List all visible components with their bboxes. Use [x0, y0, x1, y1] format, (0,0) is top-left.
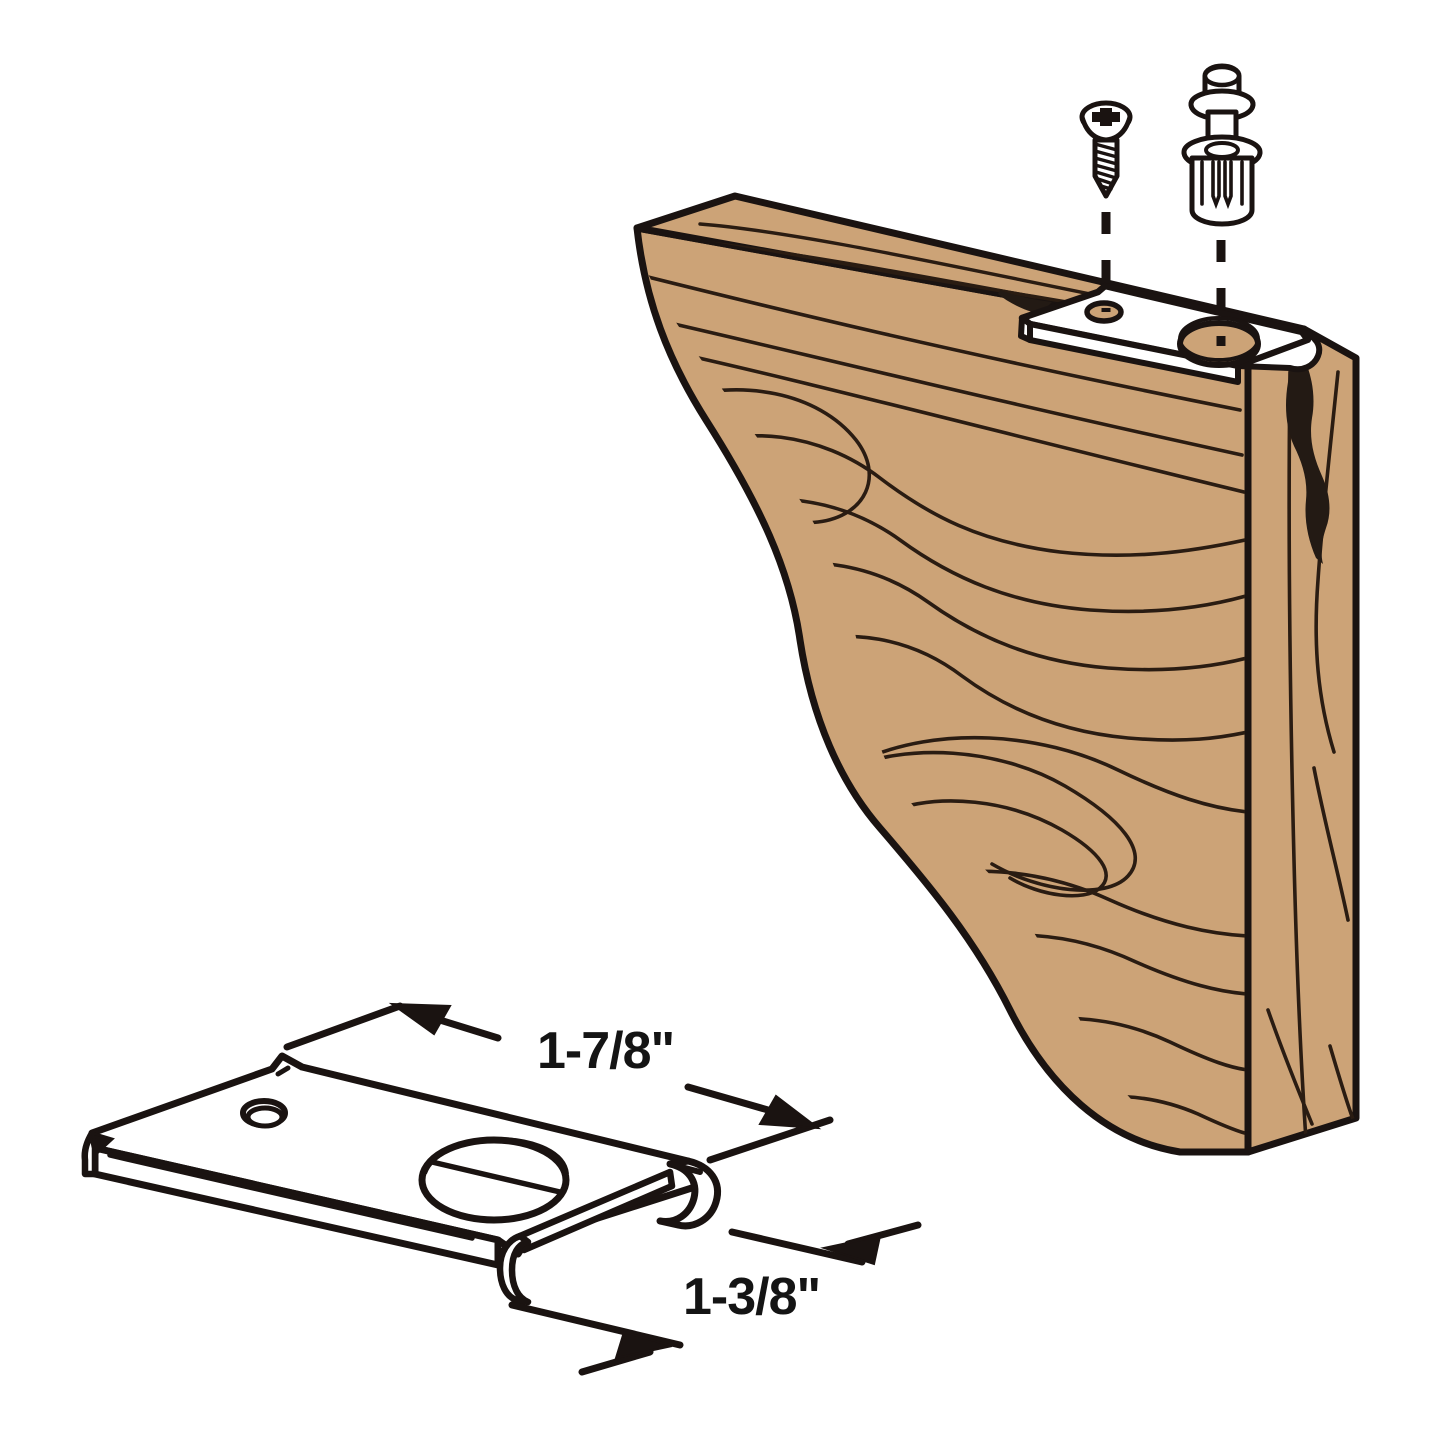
- bracket-right-lip: [1235, 329, 1323, 373]
- wood-grain-knot-swirl: [843, 750, 1137, 892]
- dim-length-right-arrowhead: [758, 1094, 822, 1130]
- wood-grain-line: [788, 634, 1247, 742]
- dim-width-lower-arrow-line: [578, 1348, 654, 1376]
- dim-length-left-extension: [283, 1002, 404, 1051]
- dimension-length: 1-7/8": [283, 1002, 834, 1164]
- assembly-drop-lines: [1101, 212, 1226, 346]
- detail-plate-bent-lip: [656, 1157, 721, 1230]
- detail-plate-large-hole: [418, 1136, 570, 1224]
- anchor-pin-collar: [1204, 141, 1240, 159]
- detail-plate-upper-relief-line: [275, 1065, 291, 1077]
- wood-grain-line: [686, 434, 1247, 558]
- dim-width-lower-arrowhead: [614, 1330, 673, 1360]
- wood-grain-line: [661, 348, 1246, 494]
- wood-grain-line: [1312, 766, 1350, 922]
- wood-grain-line: [646, 316, 1244, 457]
- dim-width-upper-arrowhead: [820, 1234, 882, 1266]
- wood-grain-line: [1266, 1008, 1314, 1126]
- phillips-flat-head-screw: [1079, 100, 1133, 199]
- dim-width-lower-extension: [508, 1301, 684, 1349]
- wood-grain-line: [1314, 370, 1340, 754]
- wood-grain-line: [698, 222, 1122, 302]
- anchor-split-lines: [1200, 160, 1244, 210]
- mounting-bracket-detail: [81, 1052, 721, 1306]
- dim-width-label: 1-3/8": [683, 1268, 820, 1326]
- bracket-left-tab: [1018, 315, 1033, 343]
- wood-grain-line: [860, 735, 1247, 814]
- detail-plate-hook-notch: [496, 1232, 532, 1306]
- detail-plate-corner-notch: [89, 1130, 115, 1155]
- anchor-body: [1189, 155, 1255, 227]
- mounting-bracket-installed: [1018, 282, 1323, 385]
- screw-phillips-cross-icon: [1092, 108, 1120, 126]
- dimension-width: 1-3/8": [508, 1221, 922, 1376]
- dim-length-label: 1-7/8": [537, 1022, 674, 1080]
- detail-plate-left-end: [81, 1129, 99, 1178]
- corbel-top-notch-shadow: [998, 290, 1052, 314]
- dim-length-left-arrowhead: [388, 1002, 452, 1036]
- wood-grain-knot-swirl: [886, 799, 1108, 898]
- screw-threads: [1093, 142, 1119, 191]
- wood-grain-line: [638, 273, 1242, 412]
- wood-corbel: [633, 192, 1360, 1156]
- dim-width-upper-extension: [728, 1228, 866, 1266]
- detail-plate-small-screw-hole: [240, 1098, 288, 1129]
- detail-plate-bevel-line: [107, 1152, 475, 1241]
- corbel-front-face: [633, 224, 1252, 1156]
- wood-grain-line: [1287, 370, 1308, 1142]
- dim-length-right-arrow-line: [684, 1083, 772, 1114]
- anchor-pin-head-top: [1202, 64, 1242, 88]
- wood-knot-dark: [1286, 348, 1330, 564]
- wood-grain-line: [1328, 1044, 1355, 1124]
- drive-wall-anchor: [1181, 63, 1263, 227]
